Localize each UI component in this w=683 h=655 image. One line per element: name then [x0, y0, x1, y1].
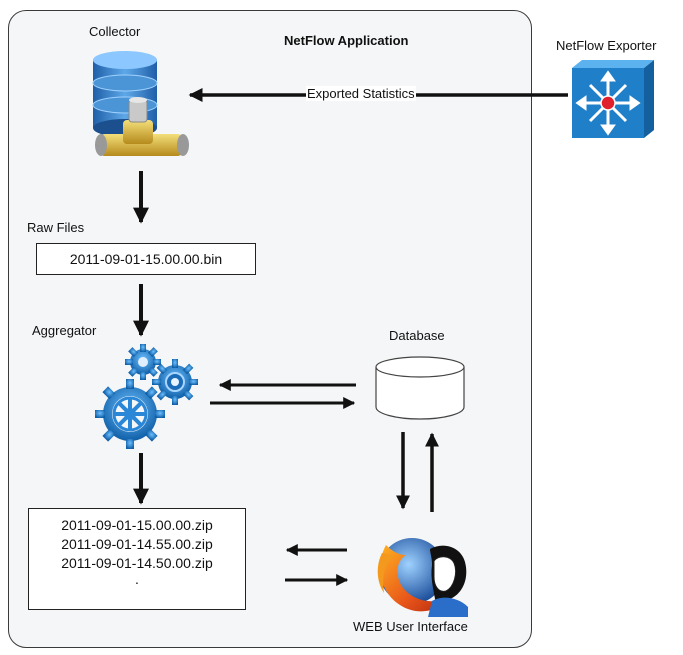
gears-icon	[95, 344, 198, 449]
aggregator-label: Aggregator	[32, 323, 97, 338]
web-ui-label: WEB User Interface	[353, 619, 468, 634]
network-switch-icon	[572, 60, 654, 138]
output-file-item: 2011-09-01-15.00.00.zip	[61, 517, 213, 533]
database-cylinder-icon	[375, 356, 465, 420]
exporter-label: NetFlow Exporter	[556, 38, 657, 53]
database-label: Database	[389, 328, 445, 343]
database-server-icon	[92, 51, 189, 156]
raw-file-name: 2011-09-01-15.00.00.bin	[69, 251, 223, 267]
exported-statistics-label: Exported Statistics	[306, 86, 416, 101]
raw-file-box: 2011-09-01-15.00.00.bin	[36, 243, 256, 275]
raw-files-label: Raw Files	[27, 220, 85, 235]
output-file-item: .	[135, 571, 139, 587]
output-files-box: 2011-09-01-15.00.00.zip 2011-09-01-14.55…	[28, 508, 246, 610]
collector-label: Collector	[89, 24, 141, 39]
output-file-item: 2011-09-01-14.55.00.zip	[61, 536, 213, 552]
firefox-browser-icon	[377, 538, 468, 617]
app-title: NetFlow Application	[284, 33, 409, 48]
output-file-item: 2011-09-01-14.50.00.zip	[61, 555, 213, 571]
